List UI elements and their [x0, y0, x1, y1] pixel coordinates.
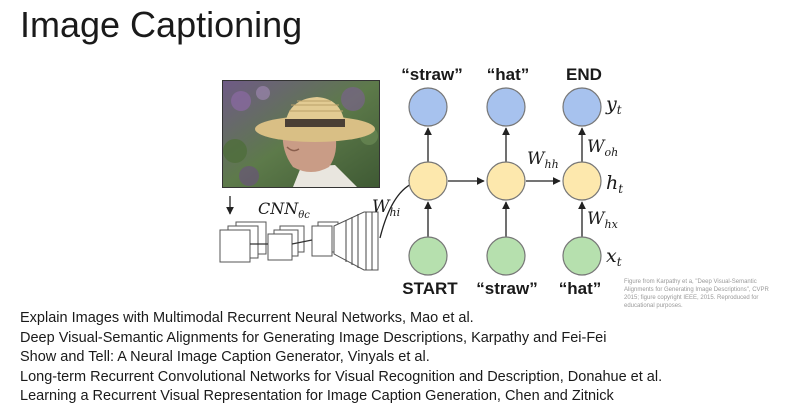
reference-item: Explain Images with Multimodal Recurrent… [20, 310, 474, 326]
y-t-label: yt [605, 93, 622, 117]
hidden-node-2 [486, 161, 526, 201]
output-node-3 [562, 87, 602, 127]
figure-credit: Figure from Karpathy et a, "Deep Visual-… [624, 279, 769, 309]
reference-item: Long-term Recurrent Convolutional Networ… [20, 368, 663, 385]
reference-item: Show and Tell: A Neural Image Caption Ge… [20, 349, 430, 365]
output-node-2 [486, 87, 526, 127]
reference-list: Explain Images with Multimodal Recurrent… [20, 309, 662, 407]
hidden-to-output-arrows [424, 127, 586, 162]
slide-title: Image Captioning [20, 4, 303, 45]
output-node-1 [408, 87, 448, 127]
input-word-3: “hat” [559, 279, 602, 298]
input-word-1: START [402, 279, 458, 298]
input-word-2: “straw” [476, 279, 537, 298]
man-in-straw-hat-photo [222, 80, 380, 188]
reference-item: Learning a Recurrent Visual Representati… [20, 388, 614, 404]
cnn-feature-stack [219, 196, 379, 271]
h-t-label: ht [606, 172, 623, 196]
output-word-1: “straw” [401, 65, 462, 84]
output-word-3: END [566, 65, 602, 84]
input-node-3 [562, 236, 602, 276]
w-hi-label: Whi [372, 197, 400, 219]
x-t-label: xt [606, 245, 622, 269]
hidden-nodes [408, 161, 602, 201]
w-hx-label: Whx [587, 209, 619, 231]
w-oh-label: Woh [587, 137, 618, 159]
reference-item: Deep Visual-Semantic Alignments for Gene… [20, 329, 607, 346]
input-nodes [408, 236, 602, 276]
hidden-node-1 [408, 161, 448, 201]
hidden-node-3 [562, 161, 602, 201]
w-hh-label: Whh [527, 149, 559, 171]
input-node-2 [486, 236, 526, 276]
input-to-hidden-arrows [424, 201, 586, 238]
output-word-2: “hat” [487, 65, 530, 84]
cnn-label: CNNθc [258, 199, 310, 221]
input-node-1 [408, 236, 448, 276]
output-nodes [408, 87, 602, 127]
